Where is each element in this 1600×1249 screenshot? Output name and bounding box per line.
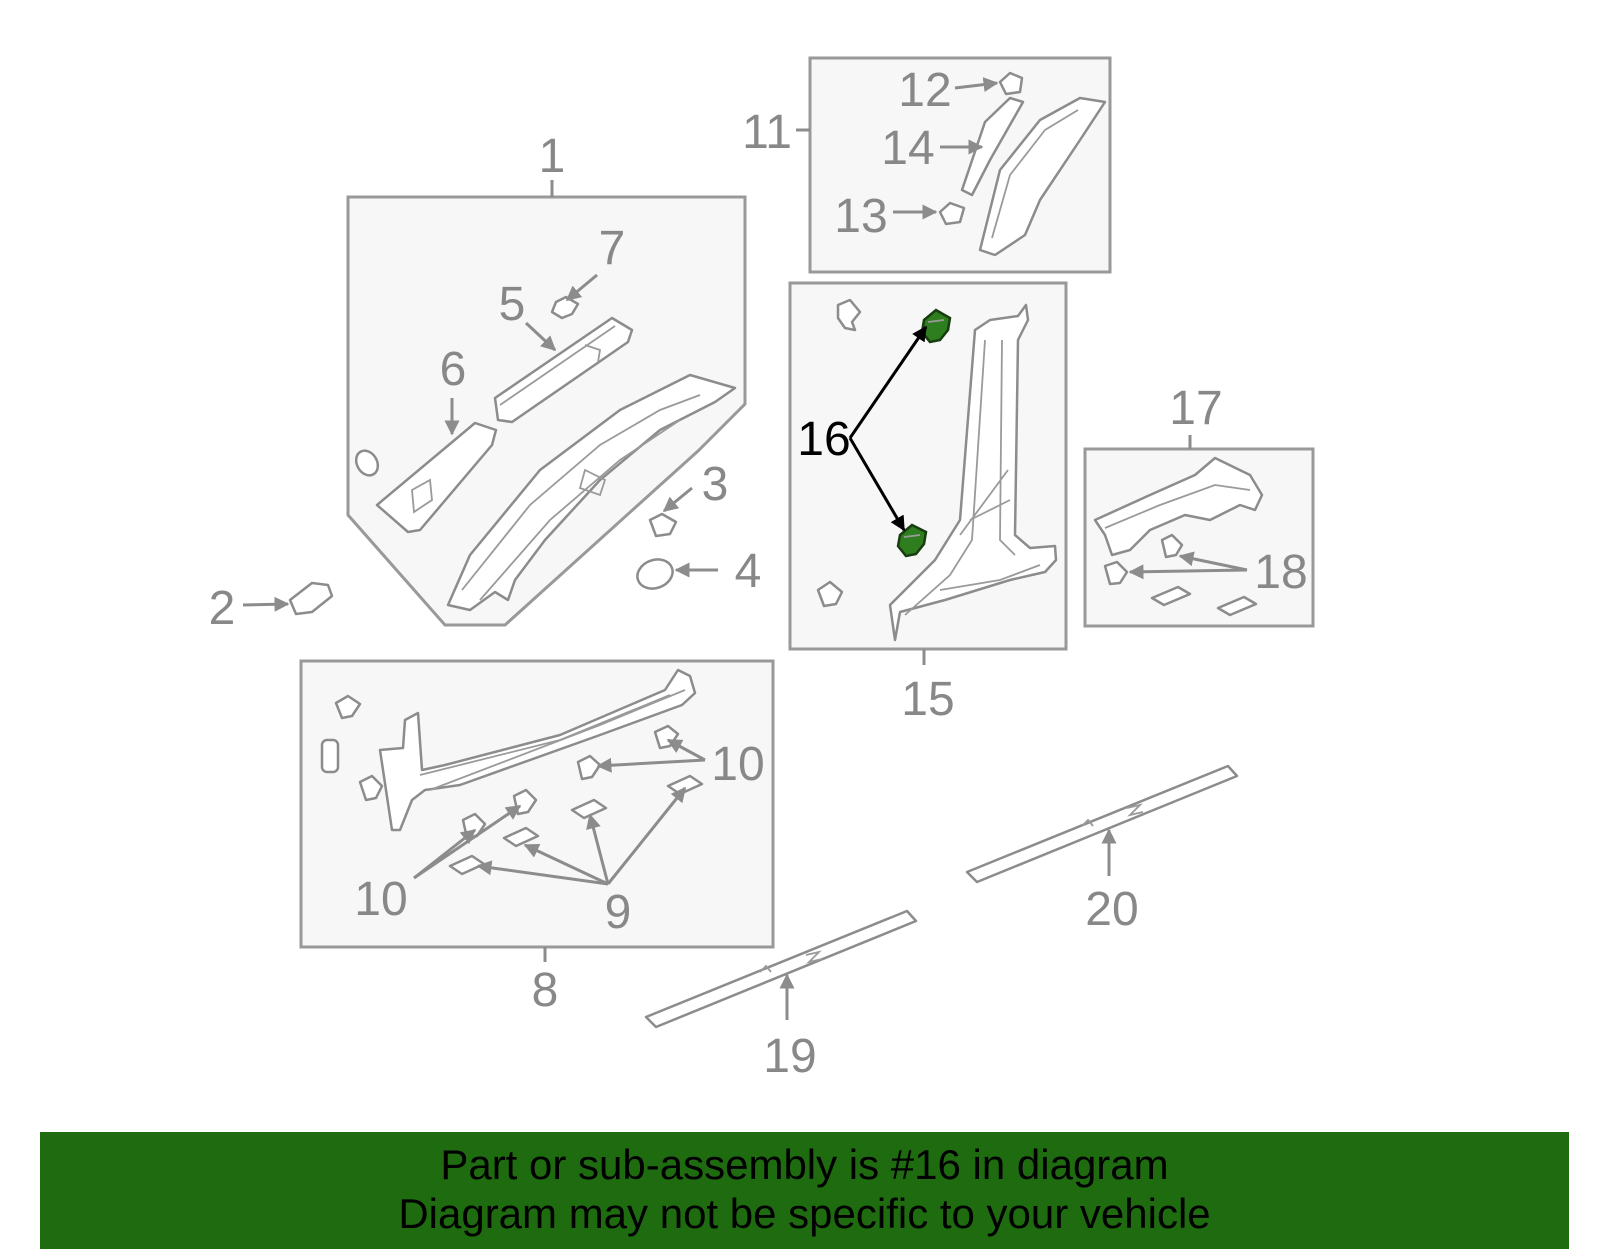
clip-15a bbox=[836, 298, 862, 332]
clip-13 bbox=[938, 201, 966, 226]
callout-2: 2 bbox=[209, 582, 236, 635]
clip-8c bbox=[358, 774, 384, 802]
banner-part-note: Part or sub-assembly is #16 in diagram bbox=[440, 1141, 1169, 1188]
callout-9: 9 bbox=[605, 886, 632, 939]
callout-13: 13 bbox=[834, 190, 887, 243]
pad-18b bbox=[1216, 595, 1258, 617]
clip-2 bbox=[288, 581, 334, 616]
callout-8: 8 bbox=[532, 964, 559, 1017]
info-banner: Part or sub-assembly is #16 in diagram D… bbox=[40, 1132, 1569, 1249]
pad-9c bbox=[502, 826, 540, 848]
garnish-14 bbox=[960, 96, 1025, 197]
clip-left bbox=[354, 449, 380, 477]
clip-16-lower bbox=[896, 523, 928, 558]
group-box-11 bbox=[796, 56, 1112, 274]
pillar-trim-11 bbox=[978, 96, 1107, 257]
callout-11: 11 bbox=[742, 106, 792, 159]
clip-12 bbox=[998, 71, 1024, 96]
group-box-8 bbox=[299, 659, 775, 962]
group-box-15 bbox=[788, 281, 1068, 665]
clip-15b bbox=[816, 580, 844, 608]
callout-7: 7 bbox=[599, 222, 626, 275]
pillar-trim-15 bbox=[888, 303, 1058, 642]
callout-15: 15 bbox=[901, 673, 954, 726]
clip-8b bbox=[320, 738, 340, 774]
callout-3: 3 bbox=[702, 458, 729, 511]
clip-18b bbox=[1103, 560, 1129, 586]
callout-10-left: 10 bbox=[354, 873, 407, 926]
group-box-17 bbox=[1083, 435, 1315, 628]
callout-4: 4 bbox=[735, 545, 762, 598]
callout-18: 18 bbox=[1254, 546, 1307, 599]
trim-panel-6 bbox=[375, 421, 498, 534]
callout-19: 19 bbox=[763, 1030, 816, 1083]
clip-8a bbox=[334, 694, 362, 720]
clip-10b bbox=[576, 754, 602, 781]
cap-4 bbox=[636, 558, 674, 590]
pad-18a bbox=[1150, 585, 1192, 607]
scuff-plate-19 bbox=[644, 909, 918, 1029]
trim-17 bbox=[1093, 456, 1264, 557]
callout-20: 20 bbox=[1085, 883, 1138, 936]
clip-18a bbox=[1160, 533, 1184, 559]
callout-5: 5 bbox=[499, 278, 526, 331]
callout-14: 14 bbox=[881, 122, 934, 175]
callout-12: 12 bbox=[898, 64, 951, 117]
callout-17: 17 bbox=[1169, 382, 1222, 435]
banner-disclaimer: Diagram may not be specific to your vehi… bbox=[398, 1190, 1211, 1237]
trim-panel-5 bbox=[493, 316, 634, 424]
callout-1: 1 bbox=[539, 130, 566, 183]
pillar-trim-main bbox=[446, 373, 737, 612]
pad-9b bbox=[570, 798, 608, 820]
callout-10-right: 10 bbox=[711, 738, 764, 791]
group-box-1 bbox=[346, 180, 747, 627]
scuff-plate-20 bbox=[965, 764, 1239, 884]
callout-6: 6 bbox=[440, 343, 467, 396]
sill-trim-8 bbox=[378, 668, 697, 832]
clip-3 bbox=[648, 512, 678, 538]
callout-16: 16 bbox=[797, 413, 850, 466]
